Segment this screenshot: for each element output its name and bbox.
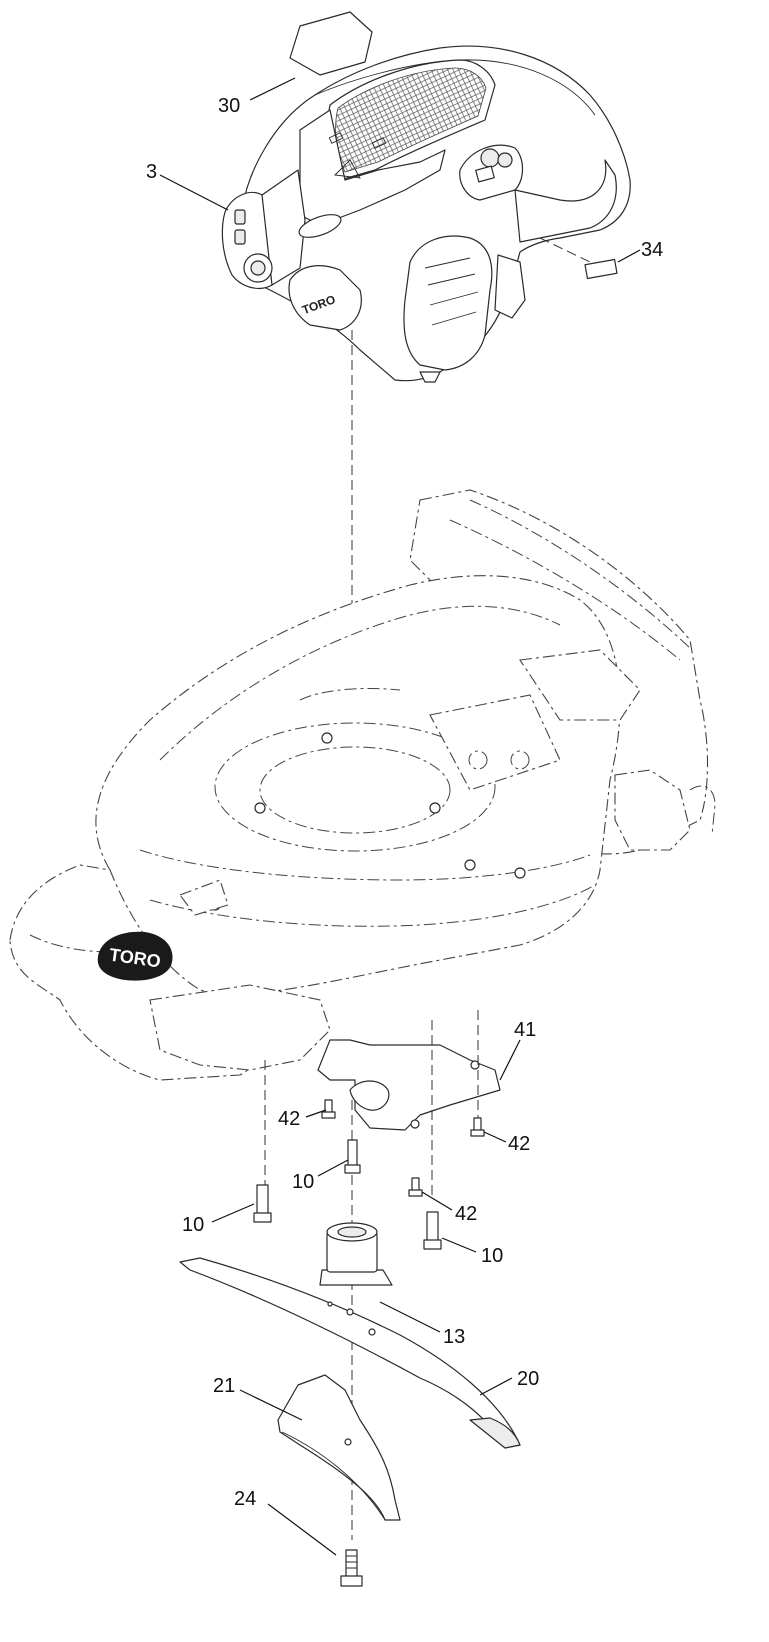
bolt-42-center [408,1177,423,1197]
engine-bracket [317,1039,501,1131]
callout-20: 20 [517,1368,539,1390]
bolt-42-left [321,1099,336,1119]
bolt-10-center [344,1139,361,1174]
engine: TORO [221,11,631,383]
blade-stiffener [277,1374,401,1521]
decal-hexagon [289,11,373,76]
callout-21: 21 [213,1375,235,1397]
blade-bolt [340,1549,363,1587]
callout-3: 3 [146,161,157,183]
callout-10-left: 10 [182,1214,204,1236]
bolt-10-left [253,1184,272,1223]
blade-adapter [319,1222,393,1286]
callout-34: 34 [641,239,663,261]
callout-30: 30 [218,95,240,117]
callout-13: 13 [443,1326,465,1348]
mower-blade [179,1257,521,1449]
callout-42-center: 42 [455,1203,477,1225]
callout-24: 24 [234,1488,256,1510]
callout-41: 41 [514,1019,536,1041]
callout-10-right: 10 [481,1245,503,1267]
bolt-42-right [470,1117,485,1137]
decal-label [584,258,618,280]
mower-deck: TORO [9,489,716,1081]
bolt-10-right [423,1211,442,1250]
callout-10-center: 10 [292,1171,314,1193]
callout-42-left: 42 [278,1108,300,1130]
callout-42-right: 42 [508,1133,530,1155]
leader-lines [159,77,641,1556]
